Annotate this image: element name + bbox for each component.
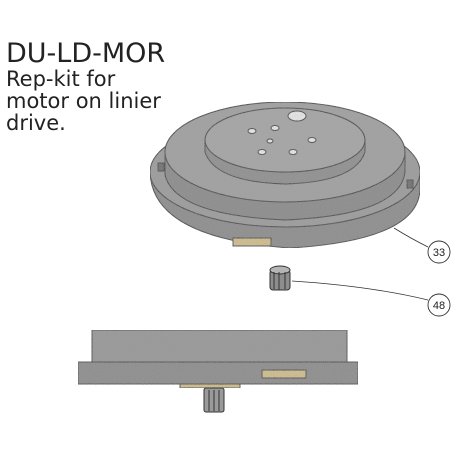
- callout-33: 33: [393, 227, 451, 264]
- base-top-block: [91, 329, 348, 366]
- housing-side-tab: [406, 179, 414, 189]
- part-number-title: DU-LD-MOR: [6, 38, 166, 69]
- description-line-3: drive.: [6, 111, 66, 135]
- callout-48: 48: [291, 280, 451, 317]
- base-connector: [261, 369, 307, 379]
- housing-hole: [247, 128, 257, 134]
- housing-hole: [307, 137, 317, 143]
- callout-label-33: 33: [433, 247, 445, 259]
- housing-hole-large: [287, 110, 307, 122]
- motor-housing-top: [149, 101, 421, 249]
- description-line-2: motor on linier: [6, 89, 161, 113]
- description-line-1: Rep-kit for: [6, 67, 116, 91]
- title-block: DU-LD-MOR Rep-kit for motor on linier dr…: [6, 38, 206, 135]
- base-lower-block: [77, 361, 359, 385]
- housing-connector: [232, 237, 272, 247]
- housing-hole: [288, 149, 298, 155]
- motor-base-side-view: [77, 329, 359, 389]
- pinion-gear: [269, 265, 291, 291]
- motor-shaft-gear: [203, 387, 225, 413]
- callout-label-48: 48: [433, 300, 445, 312]
- housing-hole: [257, 149, 267, 155]
- housing-hole: [266, 138, 274, 144]
- housing-side-tab: [157, 162, 165, 172]
- housing-top-boss: [204, 107, 366, 173]
- housing-hole: [270, 125, 280, 131]
- base-bottom-strip: [179, 383, 241, 389]
